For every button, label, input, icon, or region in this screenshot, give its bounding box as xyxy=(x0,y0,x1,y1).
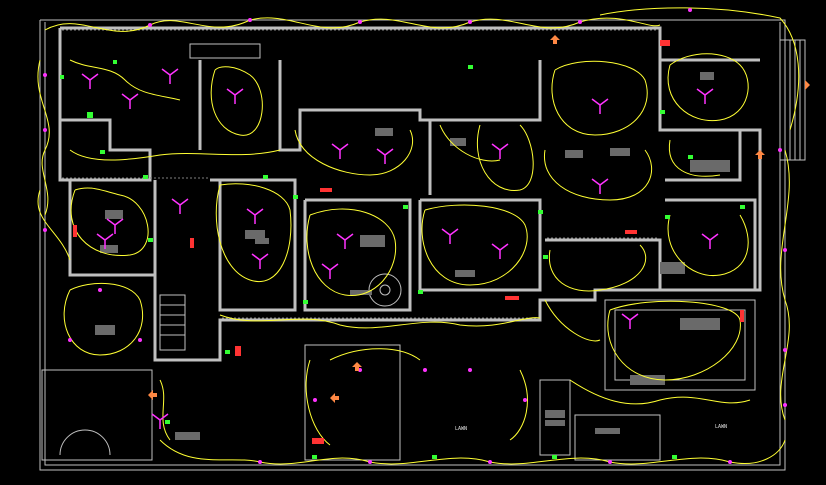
outdoor-structures xyxy=(41,39,806,461)
furniture xyxy=(95,72,730,440)
site-boundary xyxy=(39,19,786,471)
annotation-markers xyxy=(73,35,810,444)
hatched-walls xyxy=(62,29,658,319)
circuit-wiring xyxy=(37,7,800,465)
light-fixtures xyxy=(81,68,719,429)
lawn-right-label: LAWN xyxy=(715,424,727,430)
switch-points xyxy=(60,60,745,459)
lawn-left-label: LAWN xyxy=(455,426,467,432)
